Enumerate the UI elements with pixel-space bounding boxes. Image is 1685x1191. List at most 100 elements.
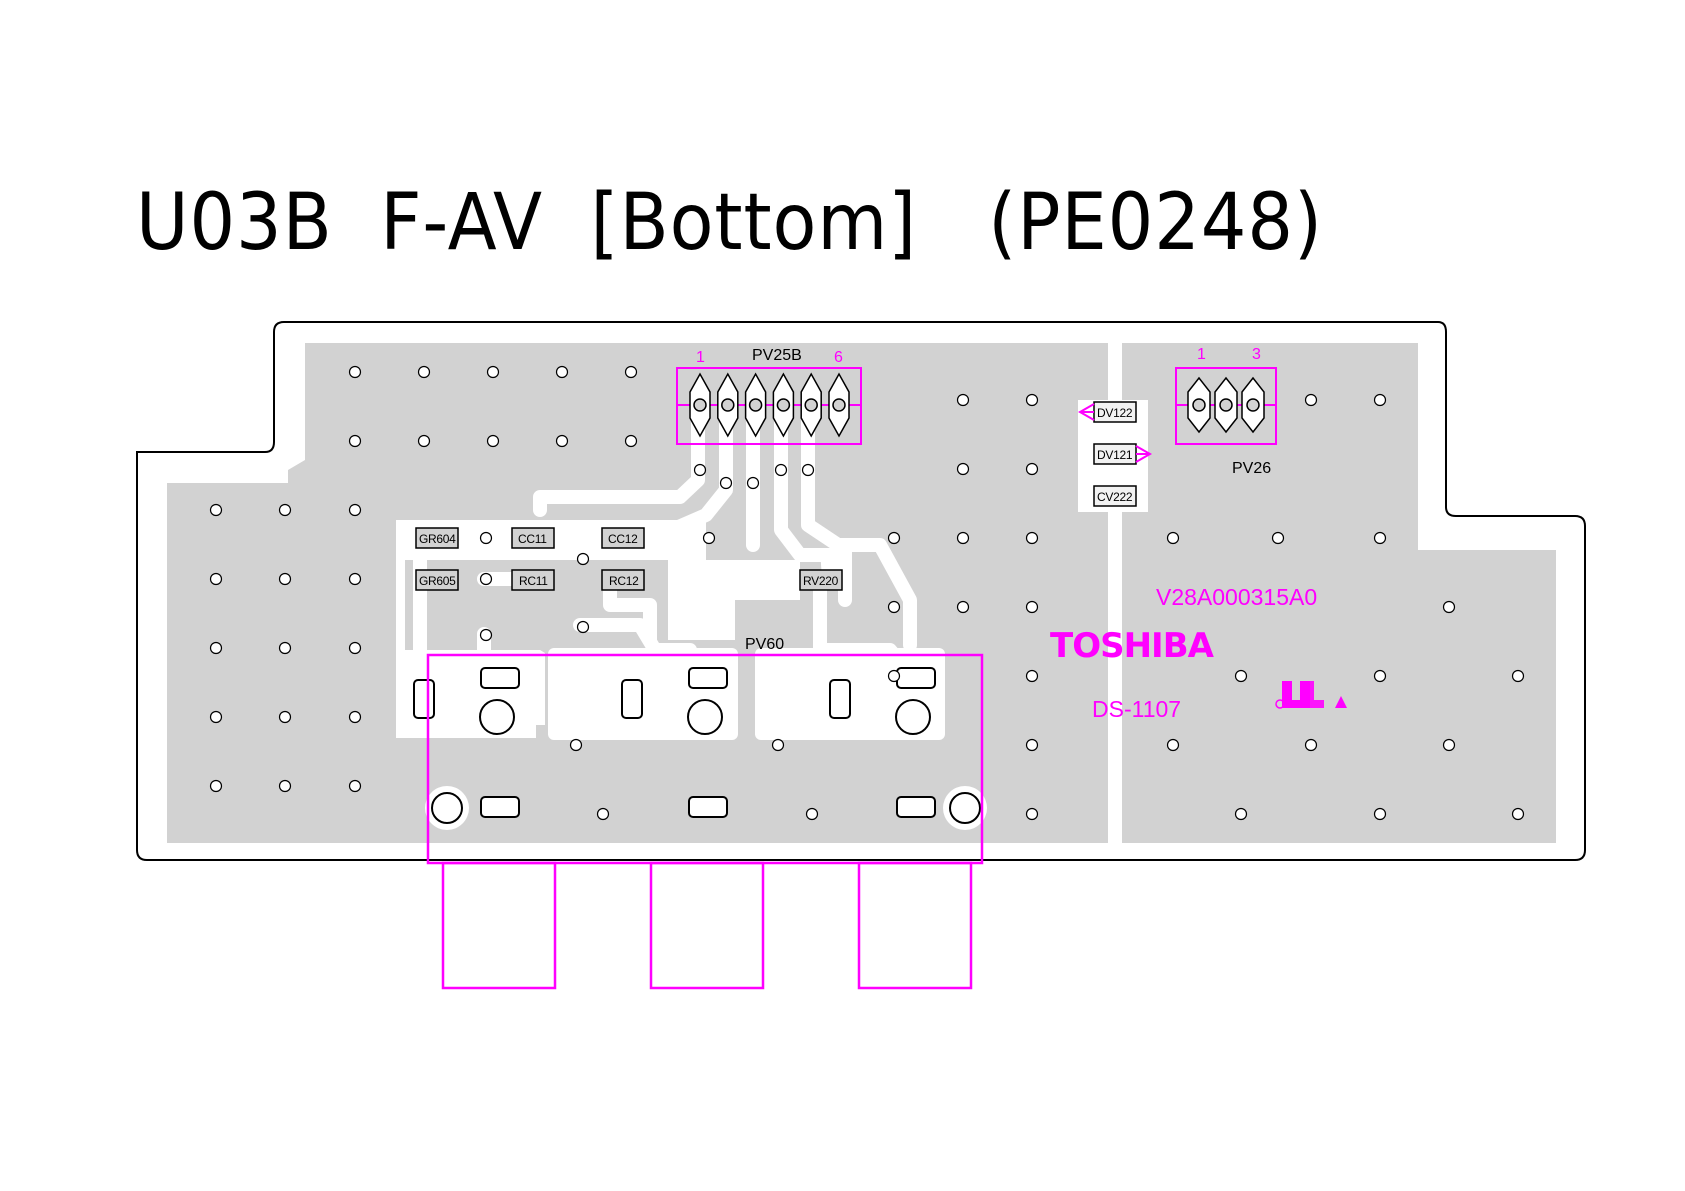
- via: [695, 465, 706, 476]
- via: [1513, 671, 1524, 682]
- pin-hole: [805, 399, 817, 411]
- pin-hole: [1247, 399, 1259, 411]
- via: [350, 505, 361, 516]
- label-gr605: GR605: [419, 574, 456, 588]
- via: [1027, 602, 1038, 613]
- label-pv60: PV60: [745, 636, 784, 653]
- via: [958, 533, 969, 544]
- via: [1375, 671, 1386, 682]
- via: [488, 367, 499, 378]
- via: [350, 712, 361, 723]
- via: [419, 436, 430, 447]
- copper-fill-left: [167, 343, 1108, 843]
- label-dv121: DV121: [1097, 448, 1133, 462]
- via: [958, 395, 969, 406]
- via: [776, 465, 787, 476]
- label-cv222: CV222: [1097, 490, 1133, 504]
- via: [1375, 395, 1386, 406]
- via: [598, 809, 609, 820]
- via: [488, 436, 499, 447]
- label-rc12: RC12: [609, 574, 639, 588]
- via: [481, 533, 492, 544]
- label-gr604: GR604: [419, 532, 456, 546]
- via: [1306, 740, 1317, 751]
- label-pv26: PV26: [1232, 460, 1271, 477]
- via: [280, 781, 291, 792]
- via: [280, 574, 291, 585]
- via: [1375, 809, 1386, 820]
- via: [350, 643, 361, 654]
- via: [557, 436, 568, 447]
- via: [557, 367, 568, 378]
- via: [807, 809, 818, 820]
- label-cc11: CC11: [518, 532, 547, 546]
- via: [1168, 740, 1179, 751]
- pin-hole: [722, 399, 734, 411]
- via: [211, 712, 222, 723]
- brand-logo: TOSHIBA: [1050, 626, 1215, 666]
- pin-hole: [1220, 399, 1232, 411]
- via: [1027, 740, 1038, 751]
- via: [803, 465, 814, 476]
- pv25b-pin-1: 1: [696, 349, 705, 366]
- via: [1236, 671, 1247, 682]
- via: [280, 643, 291, 654]
- via: [958, 464, 969, 475]
- via: [889, 602, 900, 613]
- via: [704, 533, 715, 544]
- via: [419, 367, 430, 378]
- via: [1513, 809, 1524, 820]
- label-rv220: RV220: [803, 574, 839, 588]
- via: [626, 436, 637, 447]
- via: [889, 533, 900, 544]
- label-pv25b: PV25B: [752, 347, 802, 364]
- part-number: V28A000315A0: [1156, 584, 1317, 610]
- label-rc11: RC11: [519, 574, 548, 588]
- via: [1027, 533, 1038, 544]
- via: [211, 505, 222, 516]
- via: [481, 574, 492, 585]
- pin-hole: [694, 399, 706, 411]
- pv26-pin-3: 3: [1252, 346, 1261, 363]
- via: [889, 671, 900, 682]
- pv25b-pin-6: 6: [834, 349, 843, 366]
- via: [350, 367, 361, 378]
- via: [481, 630, 492, 641]
- via: [350, 781, 361, 792]
- via: [1444, 602, 1455, 613]
- via: [280, 505, 291, 516]
- via: [571, 740, 582, 751]
- via: [280, 712, 291, 723]
- via: [1444, 740, 1455, 751]
- pv26-pin-1: 1: [1197, 346, 1206, 363]
- via: [958, 602, 969, 613]
- via: [350, 574, 361, 585]
- via: [721, 478, 732, 489]
- via: [1027, 395, 1038, 406]
- via: [1027, 464, 1038, 475]
- label-cc12: CC12: [608, 532, 638, 546]
- via: [626, 367, 637, 378]
- via: [211, 643, 222, 654]
- via: [578, 622, 589, 633]
- model-number: DS-1107: [1092, 696, 1181, 722]
- via: [211, 574, 222, 585]
- pin-hole: [833, 399, 845, 411]
- via: [1306, 395, 1317, 406]
- label-dv122: DV122: [1097, 406, 1133, 420]
- via: [578, 554, 589, 565]
- via: [1027, 809, 1038, 820]
- via: [1273, 533, 1284, 544]
- pin-hole: [750, 399, 762, 411]
- via: [1375, 533, 1386, 544]
- via: [1168, 533, 1179, 544]
- via: [350, 436, 361, 447]
- via: [211, 781, 222, 792]
- via: [748, 478, 759, 489]
- pin-hole: [1193, 399, 1205, 411]
- via: [1027, 671, 1038, 682]
- via: [1236, 809, 1247, 820]
- pin-hole: [777, 399, 789, 411]
- via: [773, 740, 784, 751]
